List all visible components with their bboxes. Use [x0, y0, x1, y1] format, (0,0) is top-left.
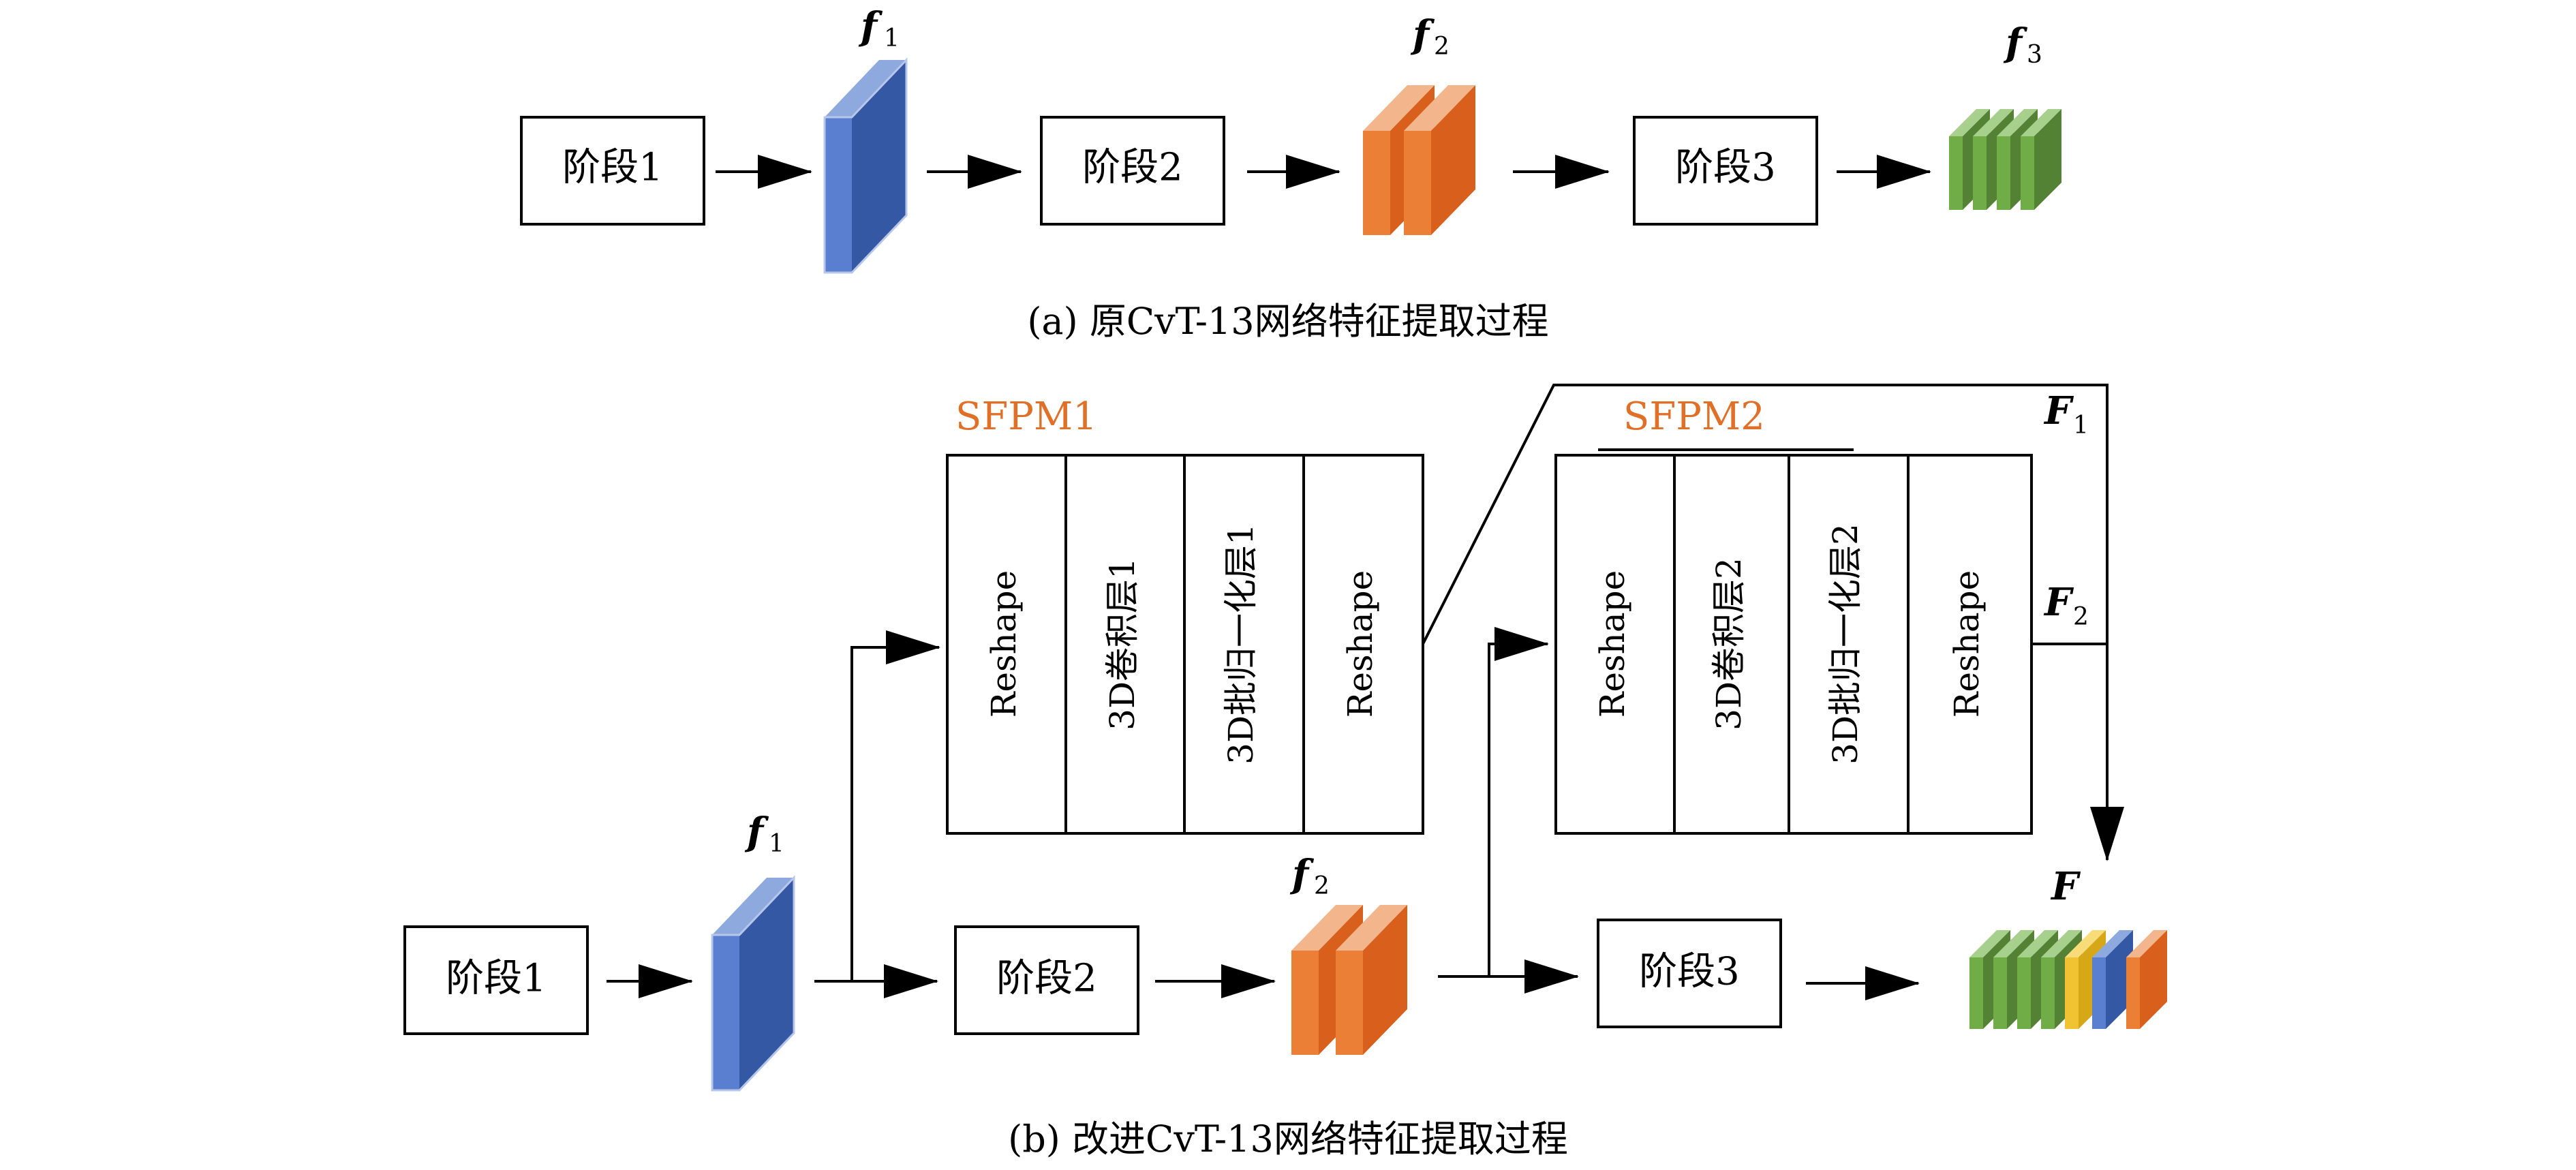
layer-label: Reshape: [1947, 570, 1987, 718]
svg-text:1: 1: [2073, 412, 2089, 440]
stage-label: 阶段1: [562, 146, 663, 190]
layer-label: 3D批归一化层2: [1826, 523, 1865, 765]
stage-label: 阶段1: [446, 957, 547, 1001]
feature-map-label: f 3: [2003, 20, 2042, 69]
sfpm1-module: Reshape 3D卷积层1 3D批归一化层1 Reshape: [946, 454, 1424, 835]
stage-label: 阶段3: [1639, 950, 1740, 994]
output-label-F1: F 1: [2043, 388, 2089, 440]
layer-label: Reshape: [1593, 570, 1632, 718]
sfpm2-module: Reshape 3D卷积层2 3D批归一化层2 Reshape: [1554, 454, 2033, 835]
sfpm1-title: SFPM1: [955, 395, 1097, 439]
stage-box-b-3: 阶段3: [1597, 919, 1782, 1028]
stage-box-b-1: 阶段1: [403, 925, 589, 1035]
branch-arrow-sfpm2: [1488, 627, 1549, 976]
feature-map-label: F: [2050, 864, 2081, 909]
layer-label: 3D批归一化层1: [1221, 523, 1261, 765]
feature-map-a-3: [1949, 109, 2061, 210]
feature-map-label: f 2: [1410, 12, 1450, 61]
output-label-F2: F 2: [2043, 580, 2089, 631]
svg-text:f: f: [858, 4, 883, 49]
branch-arrow-sfpm1: [850, 630, 940, 981]
feature-map-label: f 2: [1289, 852, 1330, 900]
svg-text:f: f: [2003, 20, 2028, 65]
part-a: 阶段1 阶段2 阶段3 f 1: [520, 4, 2061, 343]
stage-label: 阶段3: [1675, 146, 1776, 190]
feature-map-label: f 1: [858, 4, 900, 52]
stage-box-a-1: 阶段1: [520, 116, 705, 226]
svg-text:f: f: [1289, 852, 1315, 897]
svg-text:1: 1: [769, 830, 784, 858]
feature-map-a-1: [823, 57, 908, 274]
layer-label: Reshape: [1340, 570, 1380, 718]
svg-text:2: 2: [1434, 33, 1450, 61]
svg-text:1: 1: [884, 25, 900, 52]
svg-text:f: f: [1410, 12, 1435, 57]
feature-map-a-2: [1363, 85, 1475, 235]
svg-text:F: F: [2043, 388, 2074, 433]
feature-map-label: f 1: [744, 810, 784, 858]
layer-label: 3D卷积层2: [1709, 557, 1749, 730]
caption-a: (a) 原CvT-13网络特征提取过程: [1027, 300, 1548, 343]
svg-text:3: 3: [2027, 41, 2042, 69]
feature-map-b-2: [1291, 905, 1407, 1055]
svg-text:F: F: [2043, 580, 2074, 625]
stage-label: 阶段2: [996, 957, 1097, 1001]
stage-box-a-3: 阶段3: [1633, 116, 1818, 226]
sfpm2-title: SFPM2: [1623, 395, 1765, 439]
stage-box-b-2: 阶段2: [954, 925, 1139, 1035]
stage-box-a-2: 阶段2: [1040, 116, 1225, 226]
svg-text:2: 2: [2073, 603, 2089, 631]
layer-label: Reshape: [984, 570, 1024, 718]
svg-text:2: 2: [1314, 872, 1330, 900]
stage-label: 阶段2: [1082, 146, 1183, 190]
feature-map-b-1: [711, 875, 795, 1092]
caption-b: (b) 改进CvT-13网络特征提取过程: [1008, 1118, 1568, 1160]
svg-text:F: F: [2050, 864, 2081, 909]
sfpm1-output-path: [1422, 384, 2124, 861]
part-b: 阶段1 阶段2 阶段3 SFPM1 Reshape 3D卷积层1 3D批归一化层…: [403, 384, 2167, 1160]
svg-text:f: f: [744, 810, 769, 855]
layer-label: 3D卷积层1: [1103, 557, 1142, 730]
feature-map-b-combined: [1969, 930, 2167, 1029]
